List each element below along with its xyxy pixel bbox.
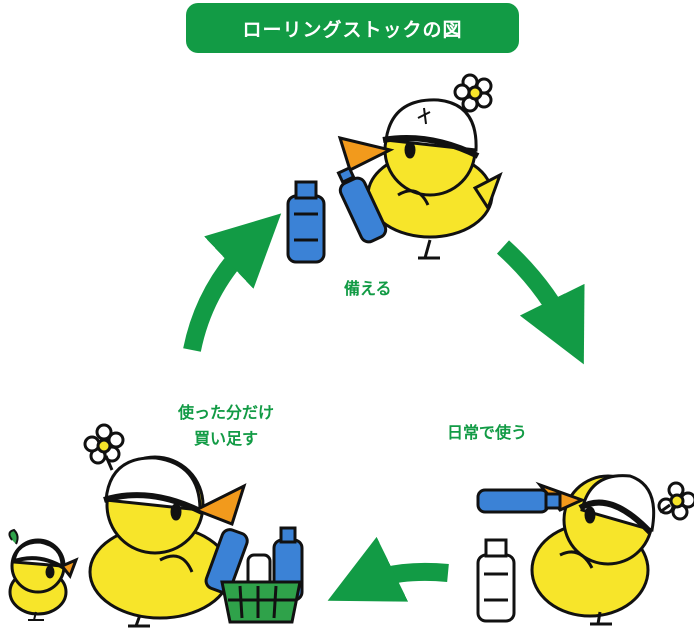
flower-icon bbox=[657, 481, 694, 521]
chick-daily-use bbox=[476, 474, 694, 626]
flower-icon bbox=[453, 73, 493, 113]
water-bottle-icon bbox=[336, 165, 388, 244]
step-text-daily-use: 日常で使う bbox=[447, 423, 528, 442]
arrow-prepare-to-daily bbox=[496, 240, 585, 365]
chick-prepare bbox=[336, 73, 503, 260]
water-bottle-icon bbox=[476, 488, 562, 514]
empty-bottle-icon bbox=[476, 538, 516, 623]
step-text-prepare: 備える bbox=[344, 279, 392, 298]
arrow-daily-to-buy bbox=[327, 536, 449, 602]
arrow-buy-to-prepare bbox=[183, 213, 282, 352]
chick-buy-back bbox=[83, 423, 247, 628]
baby-chick bbox=[8, 528, 79, 621]
step-label-daily-use: 日常で使う bbox=[447, 420, 527, 446]
flower-icon bbox=[83, 423, 125, 471]
step-text-buy-back-line2: 買い足す bbox=[194, 429, 259, 448]
water-bottle-icon bbox=[286, 180, 326, 264]
step-label-prepare: 備える bbox=[344, 276, 392, 302]
shopping-basket-icon bbox=[204, 526, 304, 624]
diagram-title-text: ローリングストックの図 bbox=[242, 18, 463, 41]
diagram-title: ローリングストックの図 bbox=[186, 3, 519, 53]
step-label-buy-back: 使った分だけ 買い足す bbox=[178, 400, 274, 452]
step-text-buy-back-line1: 使った分だけ bbox=[178, 403, 275, 422]
